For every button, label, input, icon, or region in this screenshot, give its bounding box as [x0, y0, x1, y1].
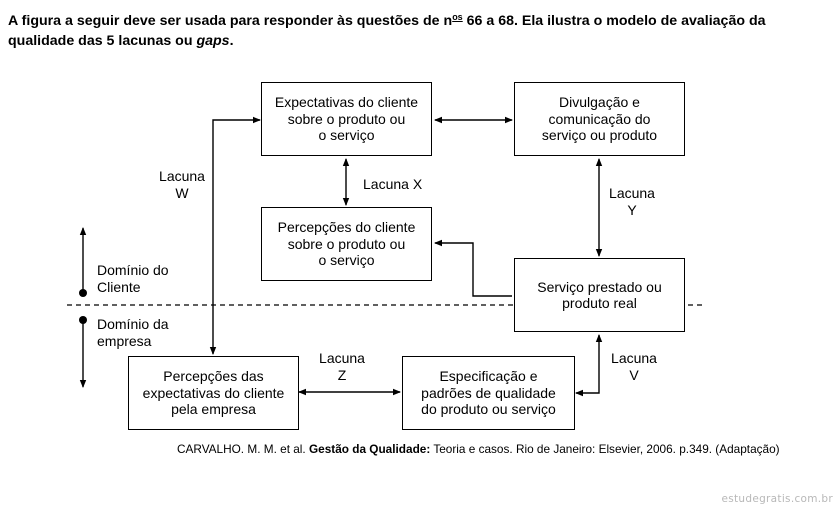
gap-v-line: V: [629, 367, 639, 383]
box-line: Divulgação e: [559, 94, 640, 111]
box-line: serviço ou produto: [541, 127, 658, 144]
gap-y-line: Y: [627, 202, 637, 218]
box-line: do produto ou serviço: [421, 401, 556, 418]
connector-servico-percepcoes: [434, 239, 512, 297]
citation-authors: CARVALHO. M. M. et al.: [177, 442, 309, 456]
intro-italic: gaps: [196, 33, 230, 49]
gap-x-label: Lacuna X: [363, 176, 423, 192]
intro-end: .: [229, 33, 234, 49]
domain-dot-empresa: [79, 316, 87, 324]
box-line: o serviço: [318, 127, 375, 144]
box-line: Serviço prestado ou: [537, 278, 662, 295]
intro-text: A figura a seguir deve ser usada para re…: [8, 7, 833, 51]
box-line: sobre o produto ou: [287, 110, 406, 127]
watermark: estudegratis.com.br: [721, 493, 833, 505]
intro-superscript: os: [452, 12, 463, 22]
intro-part-1: A figura a seguir deve ser usada para re…: [8, 13, 453, 29]
gap-v-line: Lacuna: [611, 350, 657, 366]
box-line: expectativas do cliente: [142, 384, 285, 401]
gap-w-line: Lacuna: [159, 168, 205, 184]
domain-cliente-line: Domínio do: [97, 262, 169, 278]
box-line: Percepções do cliente: [277, 219, 416, 236]
gap-y-line: Lacuna: [609, 185, 655, 201]
connector-gap-w: [209, 116, 261, 355]
domain-cliente-line: Cliente: [97, 279, 141, 295]
gap-z-line: Z: [337, 367, 347, 383]
box-line: padrões de qualidade: [421, 384, 556, 401]
intro-part-2: 66 a 68. Ela ilustra o modelo de avaliaç…: [8, 13, 766, 49]
gap-z-line: Lacuna: [319, 350, 365, 366]
citation-title: Gestão da Qualidade:: [308, 442, 431, 456]
domain-dot-cliente: [79, 289, 87, 297]
box-line: comunicação do: [548, 110, 651, 127]
box-line: sobre o produto ou: [287, 235, 406, 252]
box-line: o serviço: [318, 252, 375, 269]
box-line: pela empresa: [171, 401, 256, 418]
citation-rest: Teoria e casos. Rio de Janeiro: Elsevier…: [430, 442, 780, 456]
box-line: Especificação e: [439, 368, 538, 385]
connector-gap-v: [575, 334, 603, 397]
domain-empresa-line: empresa: [97, 333, 152, 349]
domain-empresa-line: Domínio da: [97, 316, 169, 332]
gap-w-line: W: [175, 185, 189, 201]
box-line: Expectativas do cliente: [274, 94, 419, 111]
box-line: Percepções das: [163, 368, 264, 385]
citation: CARVALHO. M. M. et al. Gestão da Qualida…: [177, 442, 780, 456]
box-line: produto real: [562, 295, 637, 311]
